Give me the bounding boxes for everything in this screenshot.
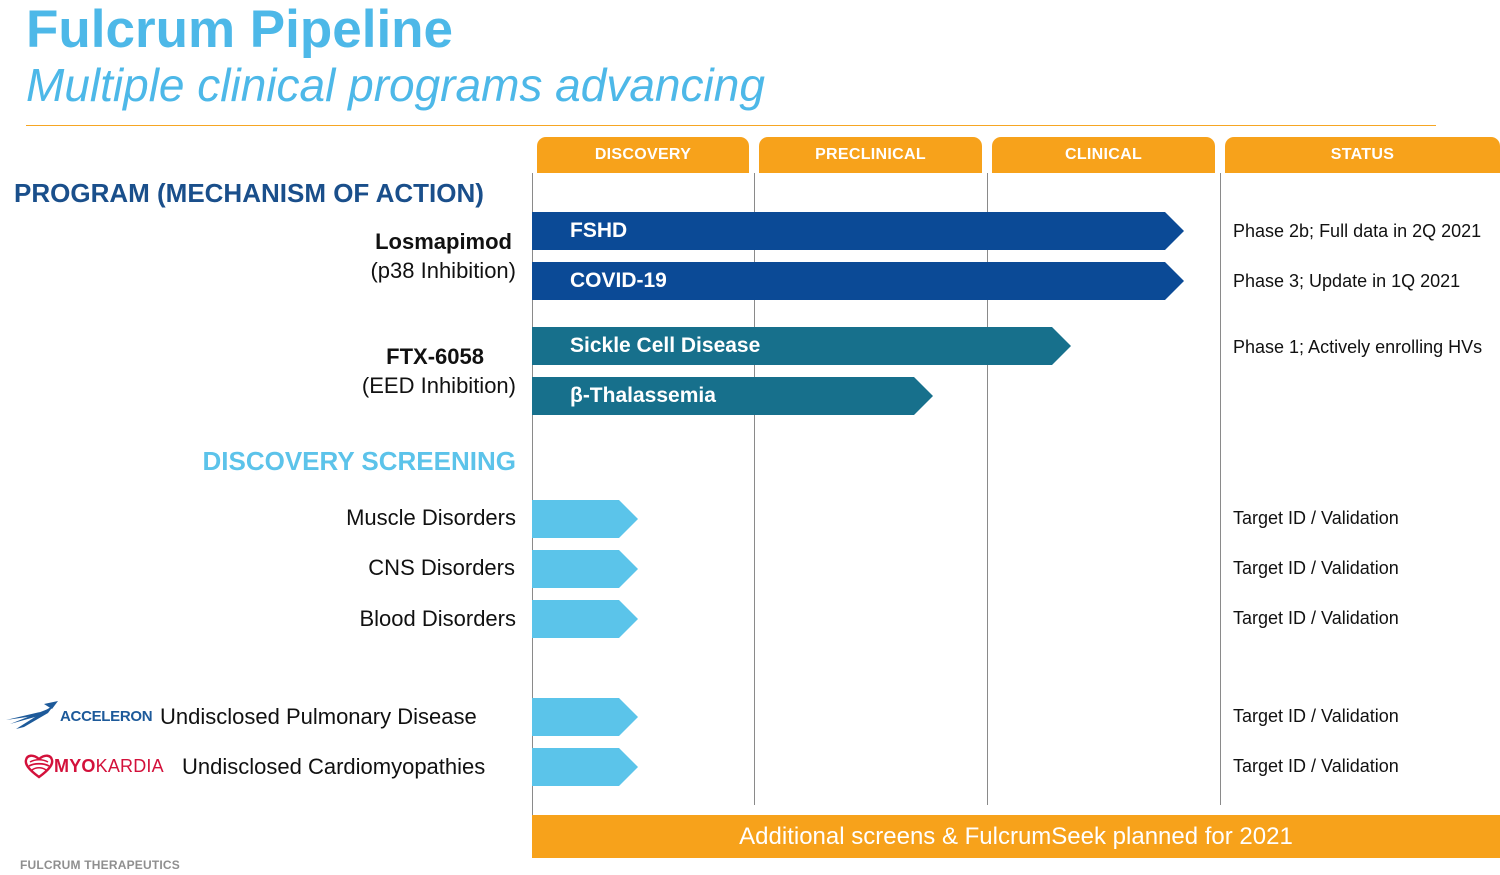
pipeline-bar-blood [532,600,638,638]
phase-tab-discovery: DISCOVERY [537,137,749,173]
pipeline-bar-sickle-cell: Sickle Cell Disease [532,327,1071,365]
page-subtitle: Multiple clinical programs advancing [26,59,765,111]
status-cardiomyopathies: Target ID / Validation [1233,756,1399,776]
pipeline-bar-covid19: COVID-19 [532,262,1184,300]
acceleron-wordmark: ACCELERON [60,707,153,725]
screening-label-blood: Blood Disorders [359,606,516,631]
grid-line-discovery-end [754,173,755,805]
screening-label-cns: CNS Disorders [368,555,515,580]
status-sickle-cell: Phase 1; Actively enrolling HVs [1233,337,1483,357]
acceleron-wing-icon [6,701,58,729]
header-divider [26,125,1436,126]
myokardia-logo: MYOKARDIA [24,752,164,780]
status-fshd: Phase 2b; Full data in 2Q 2021 [1233,221,1482,241]
partnered-label-pulmonary: Undisclosed Pulmonary Disease [160,704,477,729]
phase-tab-preclinical: PRECLINICAL [759,137,982,173]
myokardia-wordmark-bold: MYO [54,755,96,776]
bar-label: Sickle Cell Disease [570,334,761,357]
bar-label: FSHD [570,219,628,242]
status-blood: Target ID / Validation [1233,608,1399,628]
program-name-ftx6058: FTX-6058 [386,344,484,369]
pipeline-bar-pulmonary [532,698,638,736]
partnered-label-cardiomyopathies: Undisclosed Cardiomyopathies [182,754,486,779]
grid-line-preclinical-end [987,173,988,805]
status-cns: Target ID / Validation [1233,558,1399,578]
pipeline-bar-cns [532,550,638,588]
myokardia-wordmark-thin: KARDIA [95,755,164,776]
program-name-losmapimod: Losmapimod [375,229,512,254]
phase-tab-status: STATUS [1225,137,1500,173]
program-mechanism-losmapimod: (p38 Inhibition) [370,258,516,283]
page-title: Fulcrum Pipeline [26,0,454,59]
pipeline-bar-muscle [532,500,638,538]
grid-line-clinical-end [1220,173,1221,805]
myokardia-heart-icon [24,754,54,779]
footer-brand: FULCRUM THERAPEUTICS [20,858,180,872]
program-mechanism-ftx6058: (EED Inhibition) [361,373,516,398]
pipeline-bar-beta-thalassemia: β-Thalassemia [532,377,933,415]
acceleron-logo: ACCELERON [4,700,153,732]
phase-tab-clinical: CLINICAL [992,137,1215,173]
status-covid19: Phase 3; Update in 1Q 2021 [1233,271,1461,291]
bar-label: COVID-19 [570,269,667,292]
section-discovery-heading: DISCOVERY SCREENING [202,446,516,476]
bar-label: β-Thalassemia [570,384,716,407]
screening-label-muscle: Muscle Disorders [346,505,516,530]
section-program-heading: PROGRAM (MECHANISM OF ACTION) [14,178,484,208]
pipeline-bar-cardiomyopathies [532,748,638,786]
status-muscle: Target ID / Validation [1233,508,1399,528]
pipeline-bar-fshd: FSHD [532,212,1184,250]
status-pulmonary: Target ID / Validation [1233,706,1399,726]
footer-banner: Additional screens & FulcrumSeek planned… [532,815,1500,858]
myokardia-wordmark: MYOKARDIA [54,756,164,777]
